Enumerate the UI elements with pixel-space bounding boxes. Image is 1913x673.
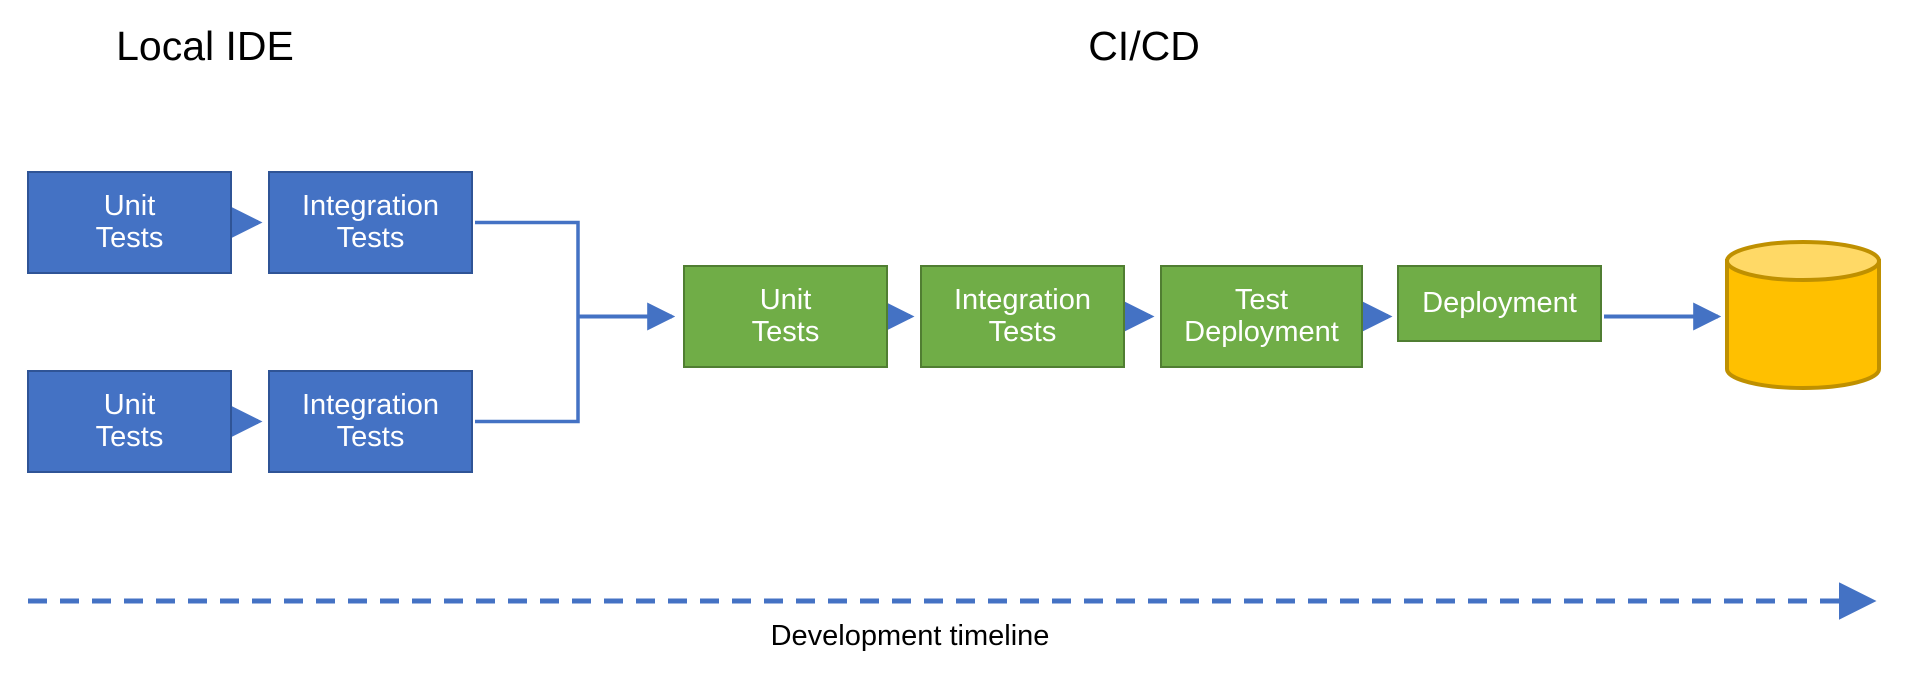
box-cicd-integration-tests[interactable]: Integration Tests — [920, 265, 1125, 368]
database-cylinder-icon[interactable] — [1724, 240, 1882, 390]
section-title-cicd: CI/CD — [1088, 23, 1200, 69]
box-local-unit-tests-2[interactable]: Unit Tests — [27, 370, 232, 473]
box-cicd-unit-tests[interactable]: Unit Tests — [683, 265, 888, 368]
cylinder-top — [1725, 240, 1881, 282]
cylinder-body — [1725, 259, 1881, 390]
box-cicd-deployment[interactable]: Deployment — [1397, 265, 1602, 342]
box-local-integration-tests-2[interactable]: Integration Tests — [268, 370, 473, 473]
box-cicd-test-deployment[interactable]: Test Deployment — [1160, 265, 1363, 368]
box-local-integration-tests-1[interactable]: Integration Tests — [268, 171, 473, 274]
section-title-local-ide: Local IDE — [116, 23, 294, 69]
merge-connector-local-to-cicd — [475, 220, 580, 424]
box-local-unit-tests-1[interactable]: Unit Tests — [27, 171, 232, 274]
development-timeline-label: Development timeline — [770, 620, 1050, 652]
